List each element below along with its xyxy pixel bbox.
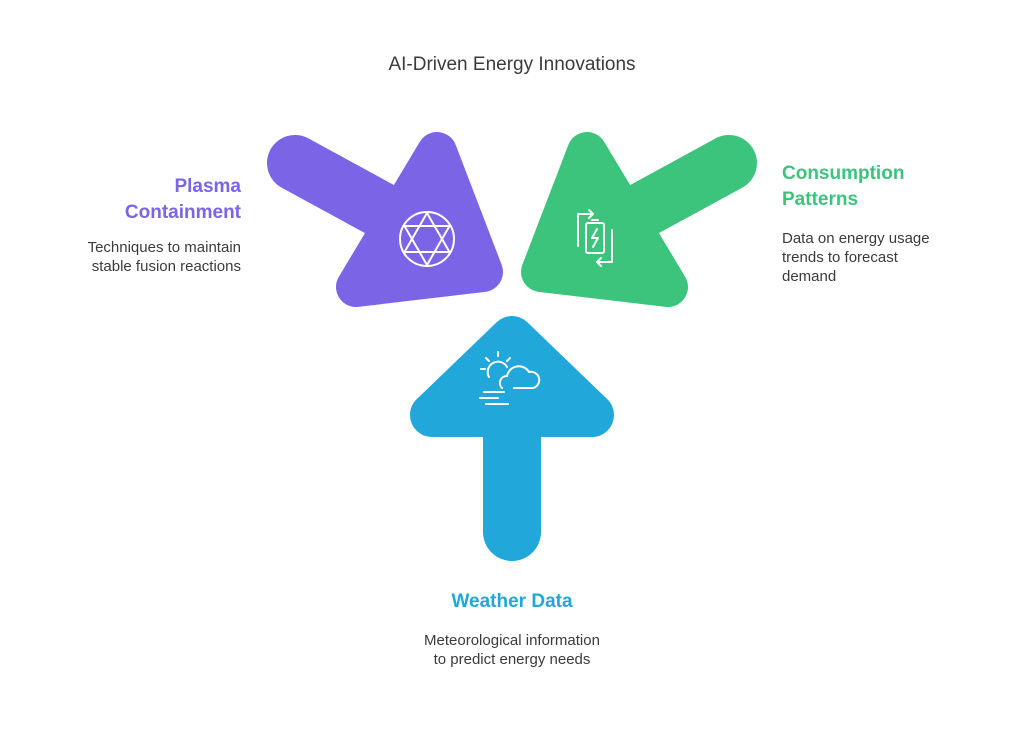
consumption-heading: Consumption Patterns bbox=[782, 163, 905, 210]
sun-cloud-wind-icon bbox=[479, 351, 541, 405]
plasma-heading: Plasma Containment bbox=[124, 176, 241, 223]
weather-heading: Weather Data bbox=[451, 591, 573, 612]
consumption-arrow bbox=[521, 132, 757, 307]
consumption-description: Data on energy usage trends to forecast … bbox=[782, 230, 930, 285]
battery-cycle-icon bbox=[577, 209, 613, 267]
plasma-description: Techniques to maintain stable fusion rea… bbox=[87, 239, 241, 275]
plasma-arrow bbox=[267, 132, 503, 307]
diagram-title: AI-Driven Energy Innovations bbox=[388, 54, 636, 75]
weather-arrow bbox=[410, 316, 614, 561]
weather-description: Meteorological information to predict en… bbox=[424, 632, 600, 668]
hexagram-icon bbox=[399, 210, 455, 268]
